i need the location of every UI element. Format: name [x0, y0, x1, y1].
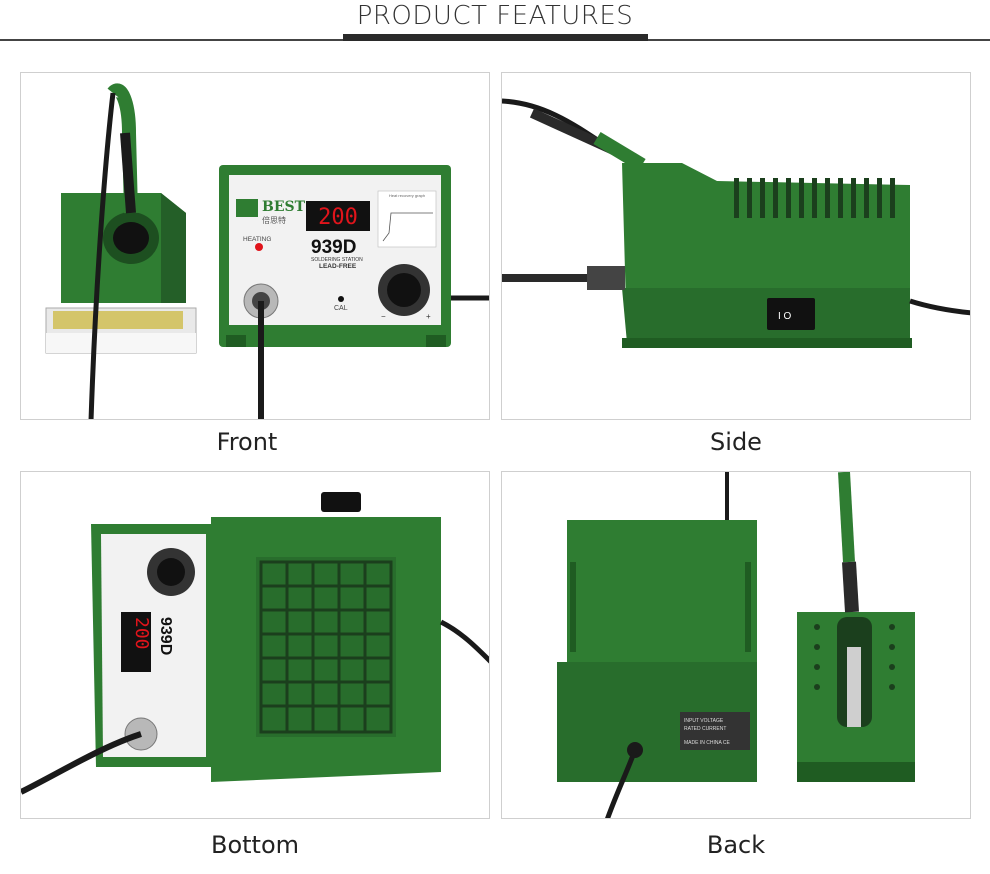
rating-line1: INPUT VOLTAGE — [684, 718, 724, 724]
switch-label: I O — [778, 311, 792, 322]
product-image-side: I O — [501, 72, 971, 420]
caption-back: Back — [706, 831, 766, 859]
heating-indicator — [255, 243, 263, 251]
rating-line3: MADE IN CHINA CE — [684, 740, 731, 746]
caption-front: Front — [216, 428, 278, 456]
header-accent-bar — [343, 34, 648, 41]
caption-bottom: Bottom — [210, 831, 300, 859]
svg-text:−: − — [381, 312, 386, 321]
model-label-rotated: 939D — [157, 617, 174, 655]
temperature-display: 200 — [318, 205, 358, 230]
graph-title: Heat recovery graph — [389, 193, 425, 198]
heating-label: HEATING — [243, 236, 271, 243]
page-title: PRODUCT FEATURES — [356, 1, 634, 31]
product-image-bottom: 200 939D — [20, 471, 490, 819]
model-label: 939D — [311, 237, 356, 258]
brand-sub-text: 倍思特 — [262, 215, 286, 225]
power-switch — [767, 298, 815, 330]
brand-logo-text: BEST — [262, 199, 306, 215]
subtitle-line1: SOLDERING STATION — [311, 257, 363, 263]
cal-label: CAL — [334, 305, 348, 312]
subtitle-line2: LEAD-FREE — [319, 263, 357, 270]
caption-side: Side — [710, 428, 762, 456]
product-image-back: INPUT VOLTAGE RATED CURRENT MADE IN CHIN… — [501, 471, 971, 819]
rating-line2: RATED CURRENT — [684, 726, 726, 732]
svg-text:+: + — [426, 312, 431, 321]
product-image-front: BEST 倍思特 200 Heat recovery graph 939D SO… — [20, 72, 490, 420]
temperature-display-rotated: 200 — [131, 617, 152, 650]
